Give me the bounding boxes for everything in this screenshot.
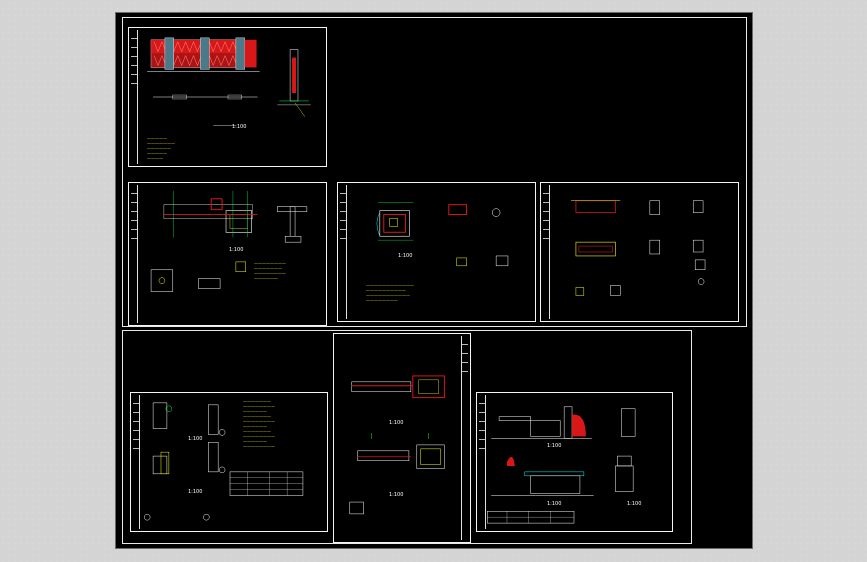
sheet-details[interactable] [540,182,739,322]
gate-elevation-label-2: 1:100 [389,492,404,498]
details-drawing [570,200,706,296]
title-block [340,185,347,319]
sheet-section-details[interactable]: 1:100 1:100 ————————————————————————————… [130,392,328,532]
lower-drawing-frame [122,330,692,544]
section-label-2: 1:100 [188,489,203,495]
gate-elevation-drawing [349,375,445,515]
title-block [461,336,468,540]
title-block [479,395,486,529]
gate-elevation-label-1: 1:100 [389,420,404,426]
section-notes: ————————————————————————————————————————… [243,399,275,449]
guardhouse-elevation-label-2: 1:100 [547,501,562,507]
sheet-gate-elevation[interactable]: 1:100 1:100 [333,333,471,543]
guardhouse-notes: ————————————————————————————————————————… [366,283,414,303]
title-block [543,185,550,319]
gate-plan-drawing [150,190,308,292]
fence-notes: ——————————————————————————— [147,136,175,161]
gate-plan-label: 1:100 [229,247,244,253]
sheet-guardhouse-elevation[interactable]: 1:100 1:100 1:100 [476,392,673,532]
guardhouse-plan-label: 1:100 [398,253,413,259]
sheet-gate-plan[interactable]: 1:100 ————————————————————————————— [128,182,327,326]
sheet-guardhouse-plan[interactable]: 1:100 ——————————————————————————————————… [337,182,536,322]
upper-drawing-frame [122,17,747,327]
fence-elevation-drawing [147,37,311,126]
guardhouse-elevation-drawing [487,406,636,524]
fence-scale-label: 1:100 [232,124,247,130]
title-block [131,185,138,323]
gate-notes: ————————————————————————————— [254,261,286,281]
guardhouse-elevation-label-3: 1:100 [627,501,642,507]
cad-model-space[interactable]: 1:100 ——————————————————————————— 1:100 … [115,12,753,549]
guardhouse-elevation-label-1: 1:100 [547,443,562,449]
section-label-1: 1:100 [188,436,203,442]
guardhouse-plan-drawing [376,202,509,267]
sheet-fence-elevation[interactable]: 1:100 ——————————————————————————— [128,27,327,167]
title-block [131,30,138,164]
title-block [133,395,140,529]
section-details-drawing [143,402,304,521]
